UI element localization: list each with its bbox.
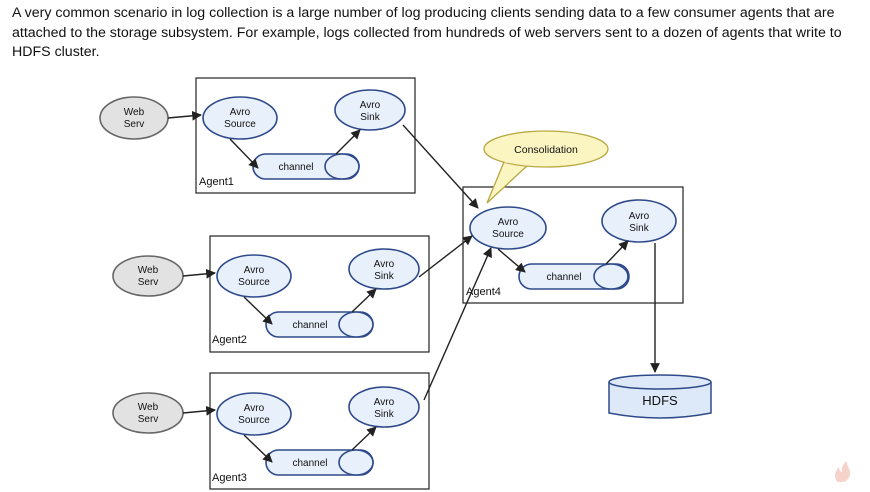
channel-node: channel <box>265 311 374 338</box>
channel-label: channel <box>278 162 313 173</box>
avro-source-line2: Source <box>238 415 270 426</box>
avro-sink-node: Avro Sink <box>601 199 677 243</box>
web2-to-agent2-arrow <box>182 268 216 279</box>
avro-sink-node: Avro Sink <box>348 386 420 428</box>
hdfs-storage: HDFS <box>608 374 712 419</box>
web-server-2: Web Serv <box>112 255 184 297</box>
avro-sink-line2: Sink <box>360 112 380 123</box>
avro-sink-line1: Avro <box>360 100 381 111</box>
web-serv-line1: Web <box>138 402 159 413</box>
avro-source-line2: Source <box>492 229 524 240</box>
avro-sink-line2: Sink <box>374 409 394 420</box>
avro-source-line1: Avro <box>498 217 519 228</box>
flame-logo-icon <box>835 461 851 482</box>
avro-sink-line2: Sink <box>374 271 394 282</box>
web-serv-line2: Serv <box>138 414 159 425</box>
agent2-label: Agent2 <box>212 334 247 346</box>
agent3-group: Agent3 Avro Source Avro Sink channel <box>209 372 430 490</box>
web1-to-agent1-arrow <box>167 110 202 121</box>
agent4-label: Agent4 <box>466 286 501 298</box>
avro-source-line1: Avro <box>230 107 251 118</box>
avro-source-line1: Avro <box>244 403 265 414</box>
source-to-channel-arrow <box>229 138 259 169</box>
channel-to-sink-arrow <box>605 240 629 265</box>
channel-to-sink-arrow <box>351 288 377 313</box>
channel-label: channel <box>292 320 327 331</box>
source-to-channel-arrow <box>243 434 273 463</box>
avro-sink-line1: Avro <box>374 397 395 408</box>
agent3-box <box>209 372 430 490</box>
channel-label: channel <box>546 272 581 283</box>
avro-source-node: Avro Source <box>469 206 547 250</box>
avro-source-node: Avro Source <box>216 254 292 298</box>
agent3-label: Agent3 <box>212 472 247 484</box>
avro-source-line2: Source <box>238 277 270 288</box>
channel-node: channel <box>252 153 360 180</box>
avro-source-line1: Avro <box>244 265 265 276</box>
avro-source-node: Avro Source <box>202 96 278 140</box>
avro-sink-node: Avro Sink <box>348 248 420 290</box>
web-serv-line2: Serv <box>138 277 159 288</box>
channel-node: channel <box>518 263 630 290</box>
agent4-group: Agent4 Avro Source Avro Sink channel <box>462 186 684 304</box>
source-to-channel-arrow <box>497 248 526 273</box>
avro-source-line2: Source <box>224 119 256 130</box>
avro-sink-line1: Avro <box>374 259 395 270</box>
agent1-to-agent4-arrow <box>402 124 479 209</box>
consolidation-callout: Consolidation <box>483 130 609 204</box>
agent2-group: Agent2 Avro Source Avro Sink channel <box>209 235 430 353</box>
agent1-group: Agent1 Avro Source Avro Sink channel <box>195 77 416 194</box>
agent2-to-agent4-arrow <box>418 235 473 278</box>
hdfs-label: HDFS <box>642 393 678 408</box>
agent3-to-agent4-arrow <box>423 247 492 401</box>
channel-label: channel <box>292 458 327 469</box>
avro-source-node: Avro Source <box>216 392 292 436</box>
web-serv-line1: Web <box>138 265 159 276</box>
web-server-3: Web Serv <box>112 392 184 434</box>
channel-to-sink-arrow <box>351 426 377 451</box>
agent1-label: Agent1 <box>199 176 234 188</box>
web-server-1: Web Serv <box>99 96 169 140</box>
agent1-box <box>195 77 416 194</box>
channel-to-sink-arrow <box>335 129 361 155</box>
source-to-channel-arrow <box>243 296 273 325</box>
channel-node: channel <box>265 449 374 476</box>
web-serv-line1: Web <box>124 107 145 118</box>
avro-sink-line2: Sink <box>629 223 649 234</box>
web3-to-agent3-arrow <box>182 405 216 416</box>
intro-paragraph: A very common scenario in log collection… <box>12 5 842 60</box>
avro-sink-line1: Avro <box>629 211 650 222</box>
consolidation-label: Consolidation <box>514 144 578 156</box>
web-serv-line2: Serv <box>124 119 145 130</box>
avro-sink-node: Avro Sink <box>334 89 406 131</box>
agent2-box <box>209 235 430 353</box>
